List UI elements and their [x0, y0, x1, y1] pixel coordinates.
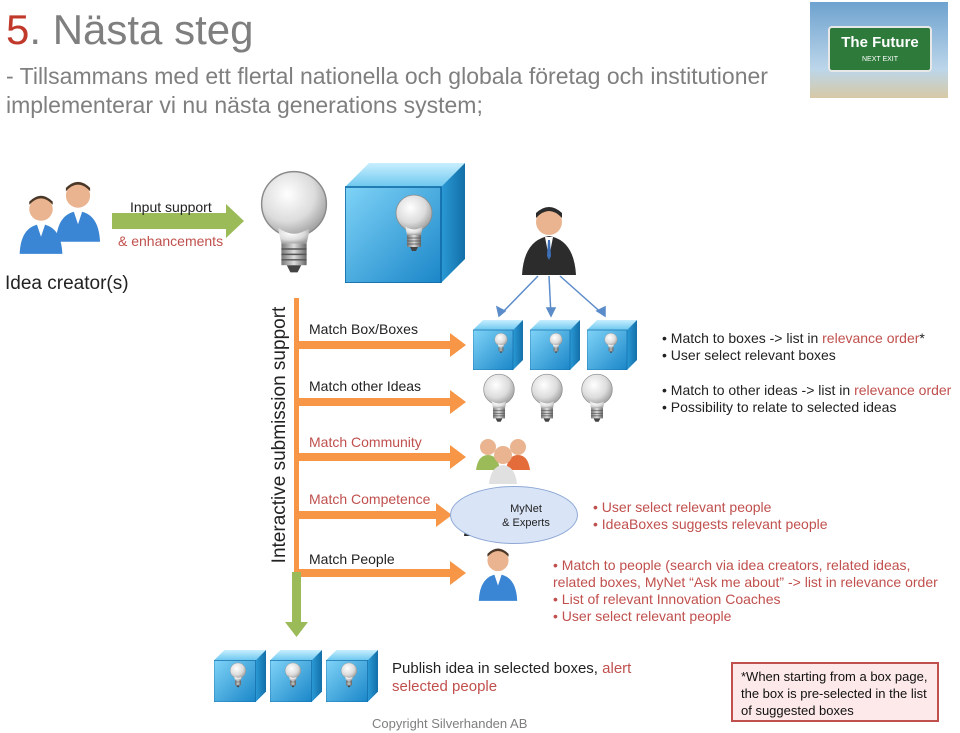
bullet-item: • Match to other ideas -> list in releva… [662, 382, 952, 398]
title-text: . Nästa steg [29, 6, 254, 53]
bullet-item: • Possibility to relate to selected idea… [662, 399, 897, 415]
future-sign-image: The Future NEXT EXIT [810, 2, 948, 98]
bullets-community: • User select relevant people • IdeaBoxe… [593, 499, 828, 533]
vertical-label-container: Interactive submission support [265, 300, 295, 570]
idea-box-cube-icon [345, 163, 465, 283]
bullet-item: • User select relevant people [553, 608, 732, 624]
input-support-arrow [112, 204, 244, 238]
hierarchy-lines [495, 275, 606, 318]
publish-part3: selected people [392, 678, 498, 695]
idea-creator-label: Idea creator(s) [5, 273, 129, 294]
step-match-community: Match Community [309, 434, 422, 450]
preselect-note: *When starting from a box page, the box … [731, 662, 939, 722]
bullet-item: • List of relevant Innovation Coaches [553, 591, 781, 607]
step-match-people: Match People [309, 551, 395, 567]
match-people-icon [478, 548, 518, 601]
community-icon [476, 439, 530, 484]
copyright-footer: Copyright Silverhanden AB [372, 716, 528, 731]
step-match-ideas: Match other Ideas [309, 378, 422, 394]
bullet-item: • IdeaBoxes suggests relevant people [593, 516, 828, 532]
page-subtitle: - Tillsammans med ett flertal nationella… [6, 63, 768, 118]
idea-bulbs [483, 373, 613, 423]
mynet-ellipse [450, 486, 578, 544]
manager-icon [522, 207, 576, 275]
bullets-people: • Match to people (search via idea creat… [553, 557, 938, 625]
box-cubes [473, 320, 637, 370]
highway-sign: The Future NEXT EXIT [828, 26, 932, 72]
input-support-label: Input support [130, 199, 212, 215]
step-match-competence: Match Competence [309, 491, 431, 507]
mynet-line1: MyNet [510, 503, 542, 515]
page-title: 5. Nästa steg [6, 6, 253, 54]
lightbulb-icon [260, 170, 328, 274]
publish-down-arrow [285, 572, 308, 637]
bullets-ideas: • Match to other ideas -> list in releva… [662, 382, 951, 416]
bullet-item: • Match to boxes -> list in relevance or… [662, 330, 925, 346]
bullet-item: • User select relevant people [593, 499, 772, 515]
future-sign-line1: The Future [841, 34, 919, 51]
publish-text: Publish idea in selected boxes, alert se… [392, 660, 722, 696]
bullet-item: • User select relevant boxes [662, 347, 836, 363]
step-match-boxes: Match Box/Boxes [309, 321, 418, 337]
publish-part1: Publish idea in selected boxes, [392, 660, 603, 677]
mynet-label: MyNet & Experts [496, 502, 556, 530]
bullets-boxes: • Match to boxes -> list in relevance or… [662, 330, 925, 364]
title-number: 5 [6, 6, 30, 53]
interactive-submission-label: Interactive submission support [269, 306, 290, 564]
mynet-line2: & Experts [502, 517, 550, 529]
enhancements-label: & enhancements [118, 233, 224, 249]
future-sign-line2: NEXT EXIT [861, 56, 899, 63]
step-arrows [299, 333, 466, 585]
bullet-item: • Match to people (search via idea creat… [553, 557, 911, 573]
publish-cubes [214, 650, 378, 702]
submission-support-bar [294, 298, 299, 572]
publish-part2: alert [602, 660, 632, 677]
idea-creators-icon [19, 181, 100, 254]
bullet-item: related boxes, MyNet “Ask me about” -> l… [553, 574, 938, 590]
